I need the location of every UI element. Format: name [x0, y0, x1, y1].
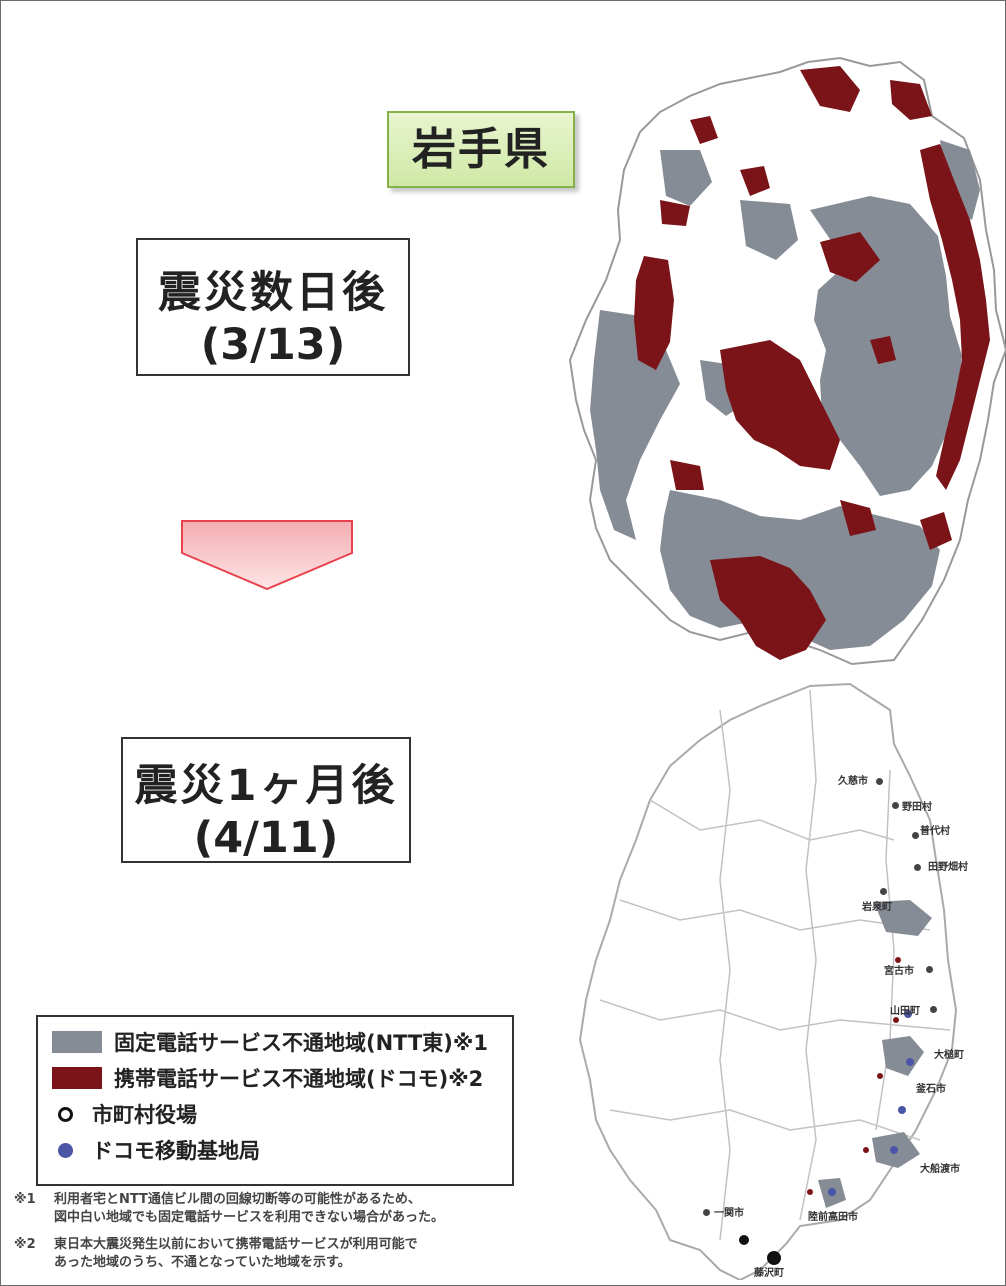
base-stations-after	[828, 1010, 914, 1196]
ring-icon	[58, 1106, 73, 1122]
prefecture-outline-after	[578, 682, 958, 1280]
place-tanohata: 田野畑村	[928, 862, 968, 873]
phase-label-before-line1: 震災数日後	[158, 268, 388, 318]
phase-label-before: 震災数日後 (3/13)	[136, 238, 410, 376]
legend-label-office: 市町村役場	[92, 1103, 197, 1127]
footnote-2-line2: あった地域のうち、不通となっていた地域を示す。	[54, 1255, 351, 1270]
place-fudai: 普代村	[920, 826, 950, 837]
footnote-1-line1: 利用者宅とNTT通信ビル間の回線切断等の可能性があるため、	[54, 1192, 421, 1207]
place-miyako: 宮古市	[884, 966, 914, 977]
legend-label-fixed: 固定電話サービス不通地域(NTT東)※1	[114, 1031, 488, 1055]
place-kuji: 久慈市	[838, 776, 868, 787]
footnote-2: ※2 東日本大震災発生以前において携帯電話サービスが利用可能で あった地域のうち、…	[14, 1236, 514, 1272]
place-dot	[926, 966, 933, 973]
place-noda: 野田村	[902, 802, 932, 813]
legend: 固定電話サービス不通地域(NTT東)※1 携帯電話サービス不通地域(ドコモ)※2…	[36, 1015, 514, 1186]
place-kamaishi: 釜石市	[916, 1084, 946, 1095]
legend-item-fixed: 固定電話サービス不通地域(NTT東)※1	[52, 1027, 488, 1057]
legend-swatch-red	[52, 1067, 102, 1089]
phase-label-after: 震災1ヶ月後 (4/11)	[121, 737, 411, 863]
prefecture-title: 岩手県	[387, 111, 575, 188]
place-dot	[930, 1006, 937, 1013]
legend-item-mobile: 携帯電話サービス不通地域(ドコモ)※2	[52, 1063, 483, 1093]
place-yamada: 山田町	[890, 1006, 920, 1017]
offices-after	[739, 1235, 781, 1265]
footnote-1: ※1 利用者宅とNTT通信ビル間の回線切断等の可能性があるため、 図中白い地域でも…	[14, 1191, 514, 1227]
phase-label-after-line1: 震災1ヶ月後	[134, 761, 398, 811]
footnote-2-line1: 東日本大震災発生以前において携帯電話サービスが利用可能で	[54, 1237, 418, 1252]
place-dot	[912, 832, 919, 839]
footnote-1-mark: ※1	[14, 1192, 36, 1207]
mobile-outage-areas-before	[634, 66, 990, 660]
legend-swatch-gray	[52, 1031, 102, 1053]
place-dot	[876, 778, 883, 785]
dot-icon	[58, 1142, 73, 1158]
place-iwaizumi: 岩泉町	[862, 902, 892, 913]
outage-map-before	[568, 56, 1006, 666]
down-arrow-icon	[181, 520, 353, 591]
mobile-outage-spots-after	[807, 957, 901, 1195]
footnote-1-line2: 図中白い地域でも固定電話サービスを利用できない場合があった。	[54, 1210, 445, 1225]
legend-label-mobile: 携帯電話サービス不通地域(ドコモ)※2	[114, 1067, 484, 1091]
place-dot	[880, 888, 887, 895]
municipal-borders-after	[599, 689, 951, 1241]
phase-label-after-line2: (4/11)	[193, 813, 339, 863]
outage-map-after	[578, 682, 958, 1280]
place-rikuzentakata: 陸前高田市	[808, 1212, 858, 1223]
place-ichinoseki: 一関市	[714, 1208, 744, 1219]
legend-item-station: ドコモ移動基地局	[52, 1135, 260, 1165]
place-dot	[914, 864, 921, 871]
place-fujisawa: 藤沢町	[754, 1268, 784, 1279]
phase-label-before-line2: (3/13)	[200, 320, 346, 370]
place-otsuchi: 大槌町	[934, 1050, 964, 1061]
footnote-2-mark: ※2	[14, 1237, 36, 1252]
legend-label-station: ドコモ移動基地局	[92, 1139, 260, 1163]
place-dot	[892, 802, 899, 809]
place-ofunato: 大船渡市	[920, 1164, 960, 1175]
place-dot	[703, 1209, 710, 1216]
legend-item-office: 市町村役場	[52, 1099, 197, 1129]
